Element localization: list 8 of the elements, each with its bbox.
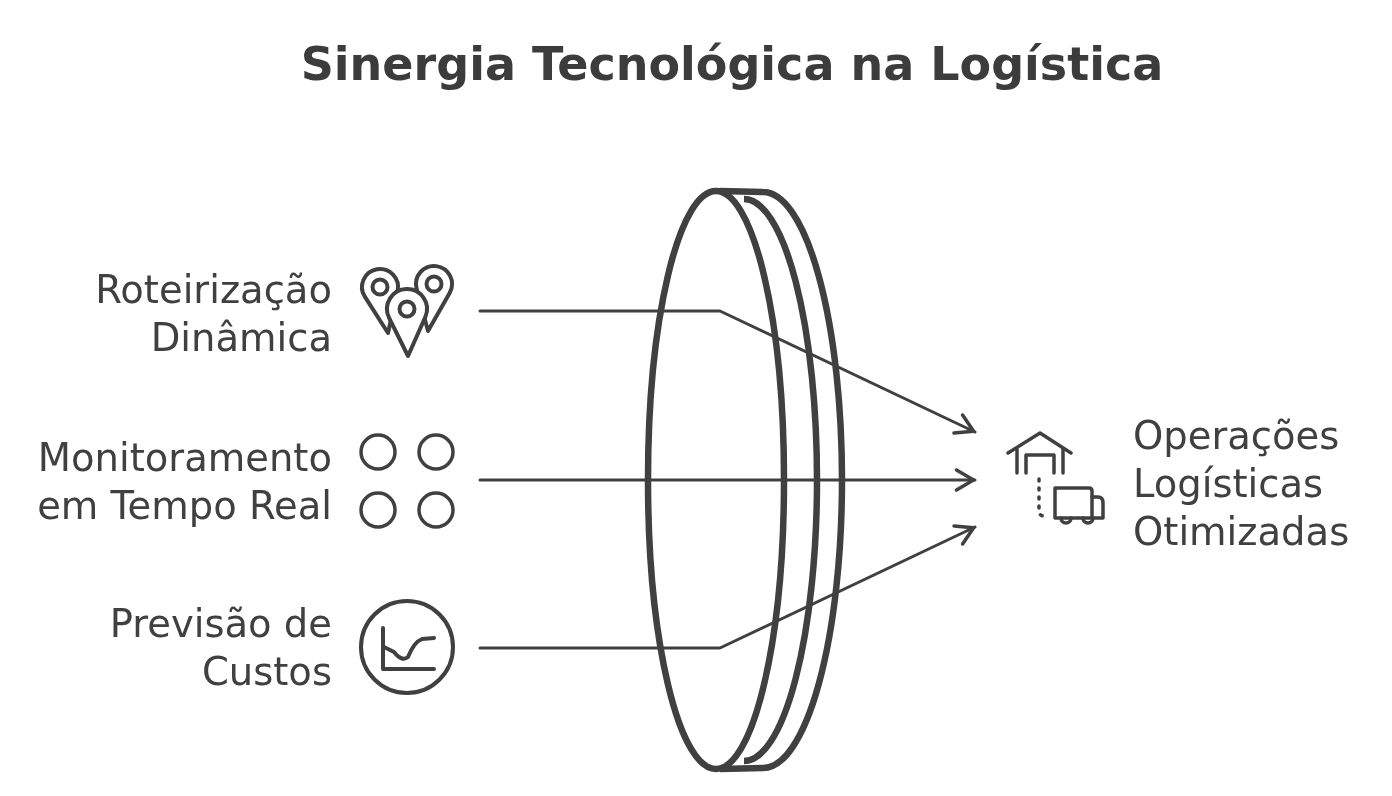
node-label: Previsão de Custos — [108, 600, 332, 696]
diagram-title: Sinergia Tecnológica na Logística — [300, 36, 1164, 93]
node-label: Operações Logísticas Otimizadas — [1133, 412, 1351, 556]
arrow — [478, 309, 977, 435]
arrow — [478, 468, 977, 492]
arrow — [478, 524, 977, 650]
node-label: Roteirização Dinâmica — [94, 266, 332, 362]
node-label: Monitoramento em Tempo Real — [36, 434, 332, 530]
